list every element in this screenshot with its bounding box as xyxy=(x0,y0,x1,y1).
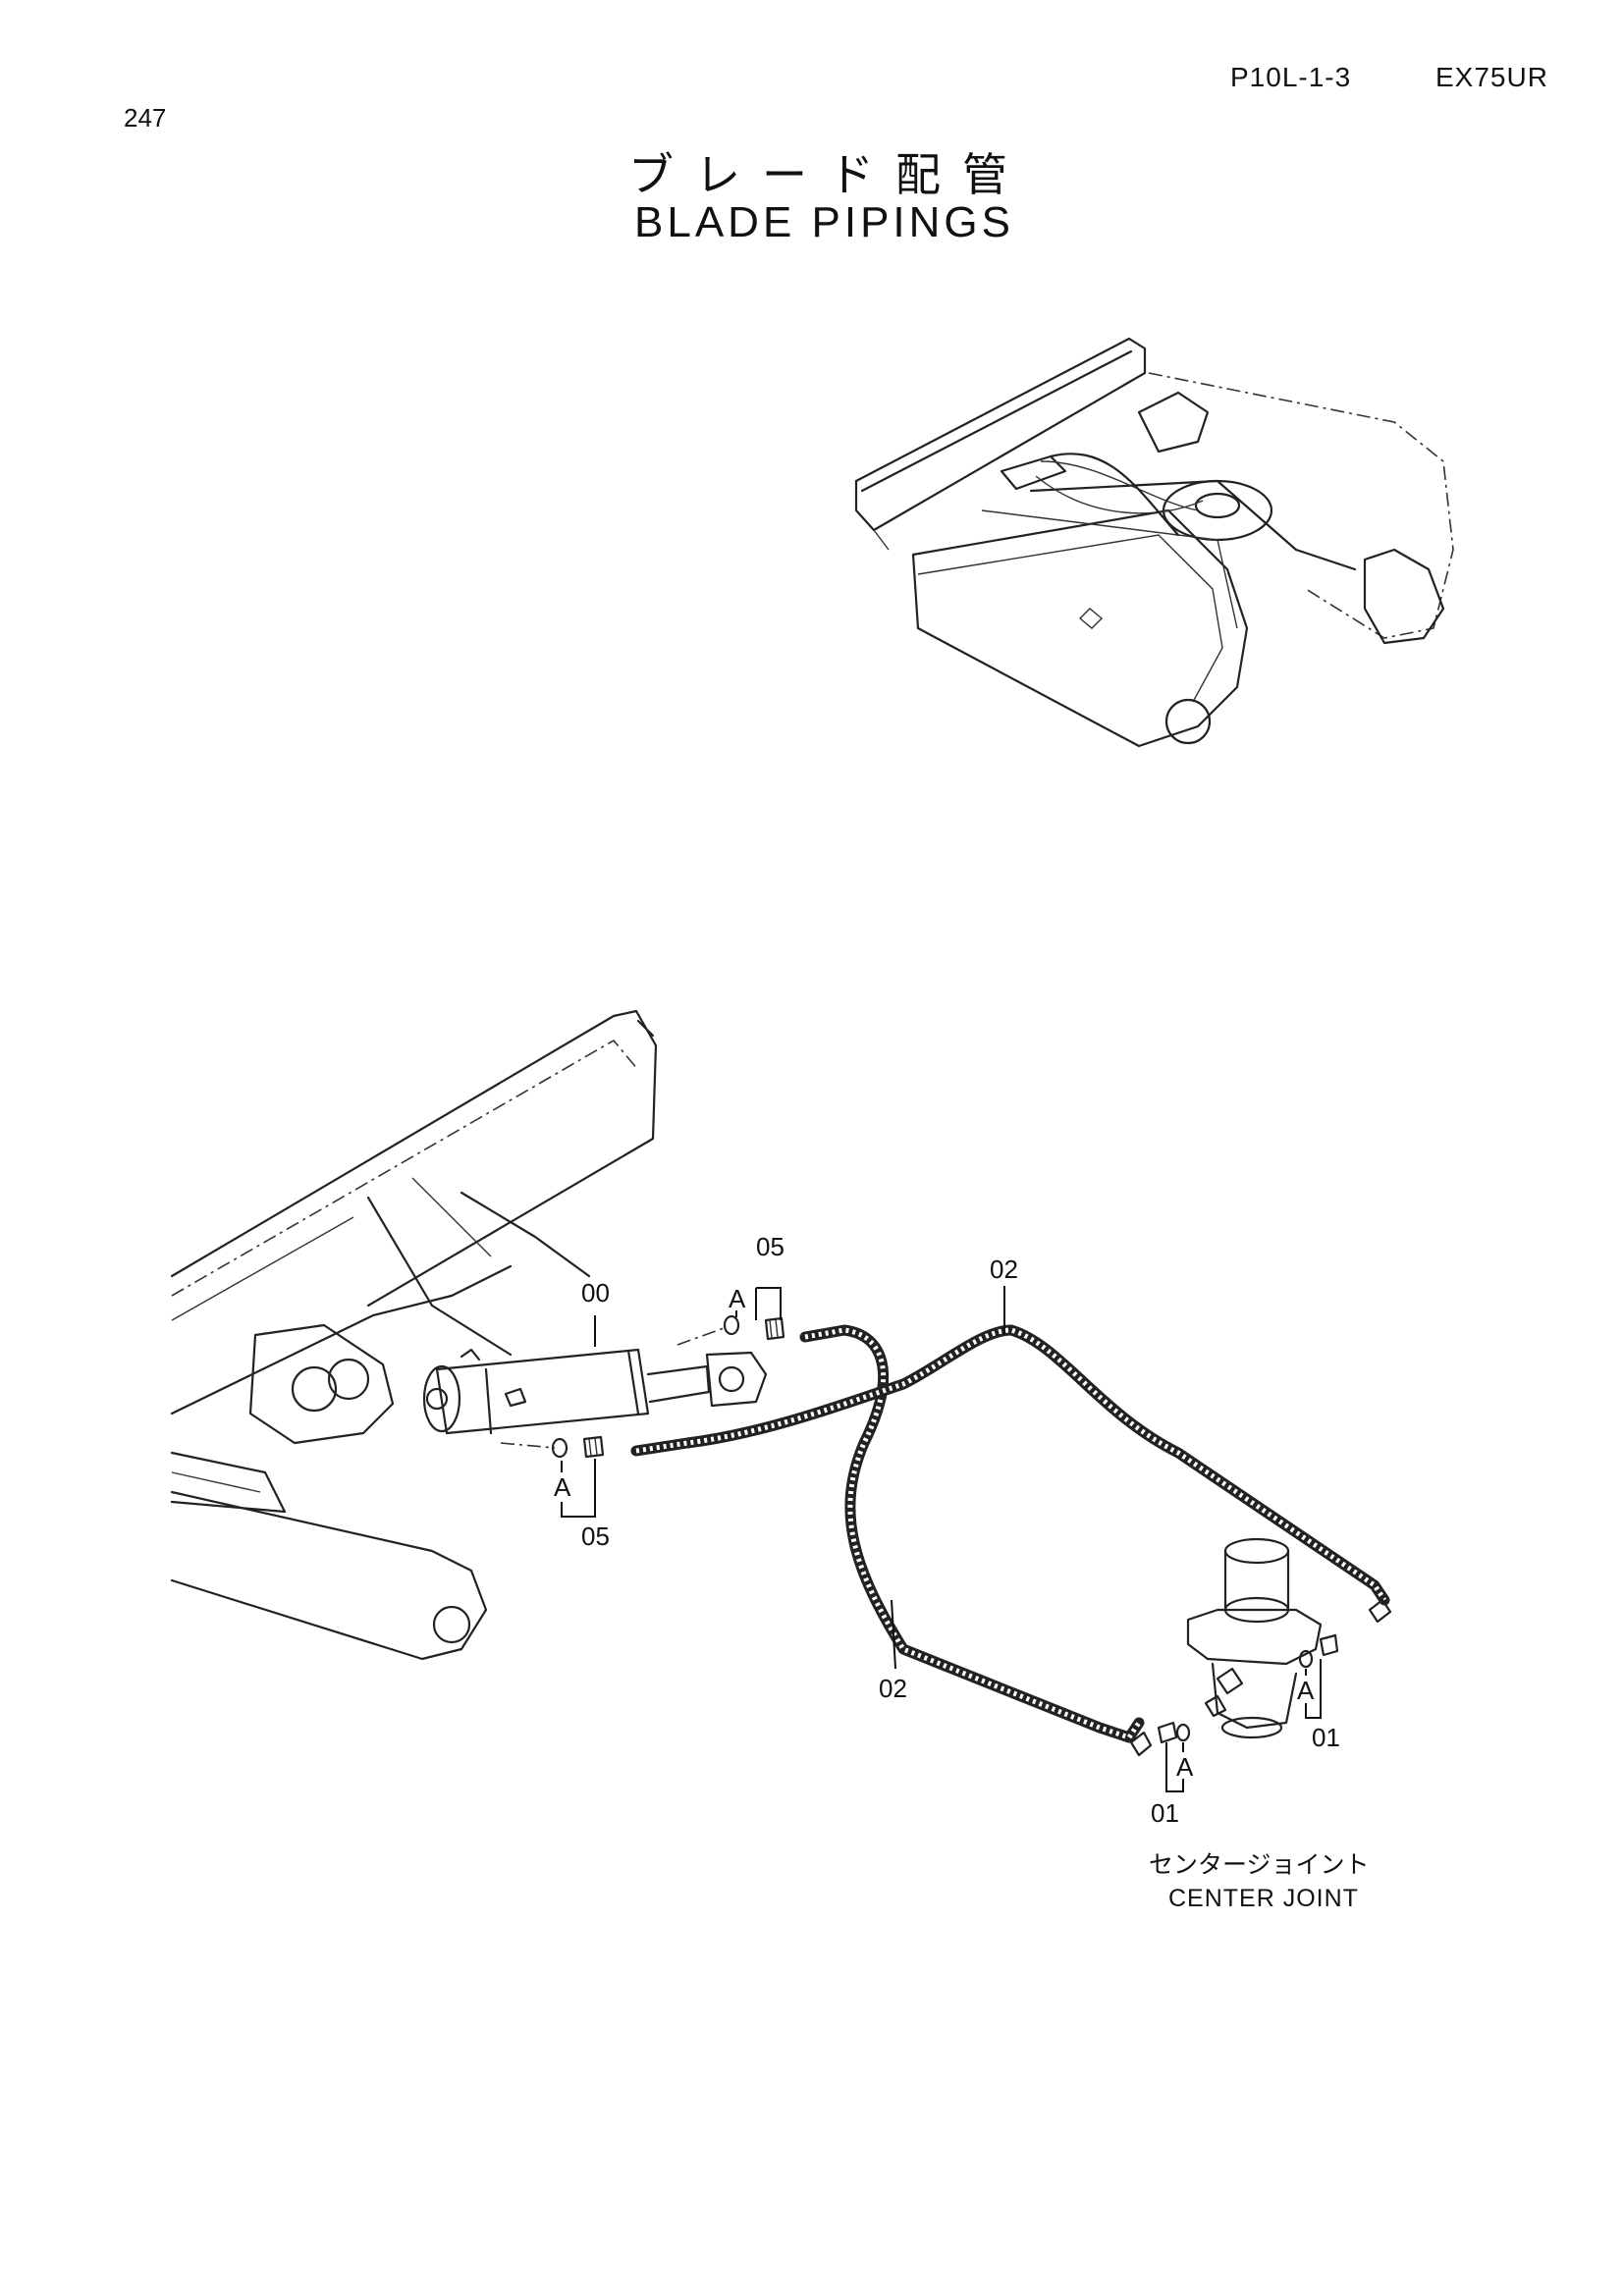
callout-oring-bottom: A xyxy=(554,1472,571,1502)
center-joint-label-japanese: センタージョイント xyxy=(1149,1850,1370,1879)
callout-fitting-bottom: 05 xyxy=(581,1522,610,1551)
callout-joint-fitting-right: 01 xyxy=(1312,1723,1340,1752)
callout-joint-oring-left: A xyxy=(1176,1752,1194,1782)
fittings-05 xyxy=(500,1314,785,1459)
center-joint-drawing xyxy=(1157,1537,1339,1744)
center-joint-label-english: CENTER JOINT xyxy=(1168,1885,1359,1912)
page-number: 247 xyxy=(124,103,167,133)
page-title-english: BLADE PIPINGS xyxy=(634,198,1015,246)
blade-cylinder xyxy=(422,1348,768,1435)
callout-cylinder: 00 xyxy=(581,1278,610,1308)
model-name: EX75UR xyxy=(1435,62,1548,92)
overview-undercarriage xyxy=(854,337,1454,748)
callout-hose-bottom: 02 xyxy=(879,1674,907,1703)
callout-leaders xyxy=(561,1286,1322,1792)
callout-fitting-top: 05 xyxy=(756,1232,784,1261)
callout-oring-top: A xyxy=(729,1284,746,1313)
callout-joint-fitting-left: 01 xyxy=(1151,1798,1179,1828)
page-title-japanese: ブレード配管 xyxy=(628,148,1029,201)
callout-hose-top: 02 xyxy=(990,1255,1018,1284)
blade-detail xyxy=(170,1009,658,1661)
hoses-02 xyxy=(630,1324,1392,1757)
document-code: P10L-1-3 xyxy=(1230,62,1352,92)
callout-joint-oring-right: A xyxy=(1297,1676,1315,1705)
